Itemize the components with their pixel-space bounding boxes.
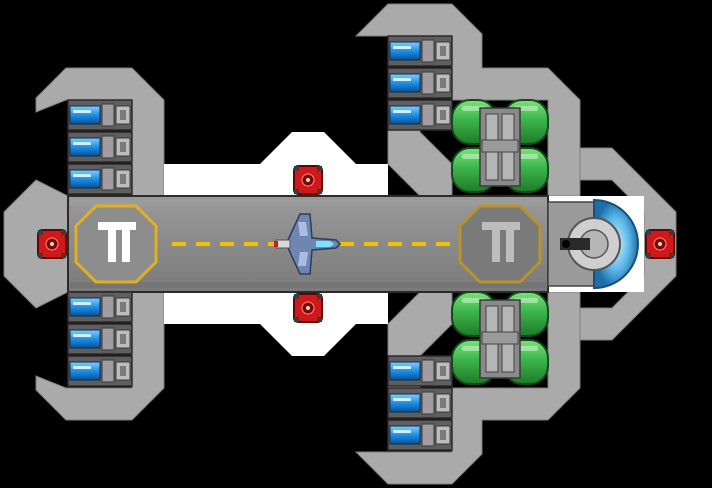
fuel-tank-icon[interactable]	[451, 291, 549, 385]
defense-turret-icon[interactable]	[645, 229, 675, 259]
fuel-tank-icon[interactable]	[451, 99, 549, 193]
lane-dash	[412, 242, 426, 246]
lane-dash	[244, 242, 258, 246]
energy-canister-icon[interactable]	[387, 99, 453, 131]
energy-canister-icon[interactable]	[387, 419, 453, 451]
landing-pad-icon	[98, 222, 136, 262]
energy-canister-icon[interactable]	[67, 163, 133, 195]
lane-dash	[388, 242, 402, 246]
defense-turret-icon[interactable]	[293, 165, 323, 195]
energy-canister-icon[interactable]	[67, 131, 133, 163]
lane-dash	[436, 242, 450, 246]
energy-canister-banks	[67, 35, 453, 451]
lane-dash	[196, 242, 210, 246]
defense-turrets	[37, 165, 675, 323]
energy-canister-icon[interactable]	[67, 323, 133, 355]
defense-turret-icon[interactable]	[37, 229, 67, 259]
energy-canister-icon[interactable]	[67, 355, 133, 387]
energy-canister-icon[interactable]	[67, 291, 133, 323]
landing-pad-left[interactable]	[74, 204, 158, 284]
landing-pad-right[interactable]	[458, 204, 542, 284]
defense-turret-icon[interactable]	[293, 293, 323, 323]
shield-reactor-icon[interactable]	[547, 198, 639, 290]
fuel-tank-banks	[451, 99, 549, 385]
energy-canister-icon[interactable]	[67, 99, 133, 131]
lane-dash	[340, 242, 354, 246]
energy-canister-icon[interactable]	[387, 35, 453, 67]
energy-canister-icon[interactable]	[387, 355, 453, 387]
energy-canister-icon[interactable]	[387, 67, 453, 99]
energy-canister-icon[interactable]	[387, 387, 453, 419]
lane-dash	[220, 242, 234, 246]
lane-dash	[172, 242, 186, 246]
fighter-ship-icon[interactable]	[274, 213, 342, 275]
landing-pad-icon	[482, 222, 520, 262]
lane-dash	[364, 242, 378, 246]
